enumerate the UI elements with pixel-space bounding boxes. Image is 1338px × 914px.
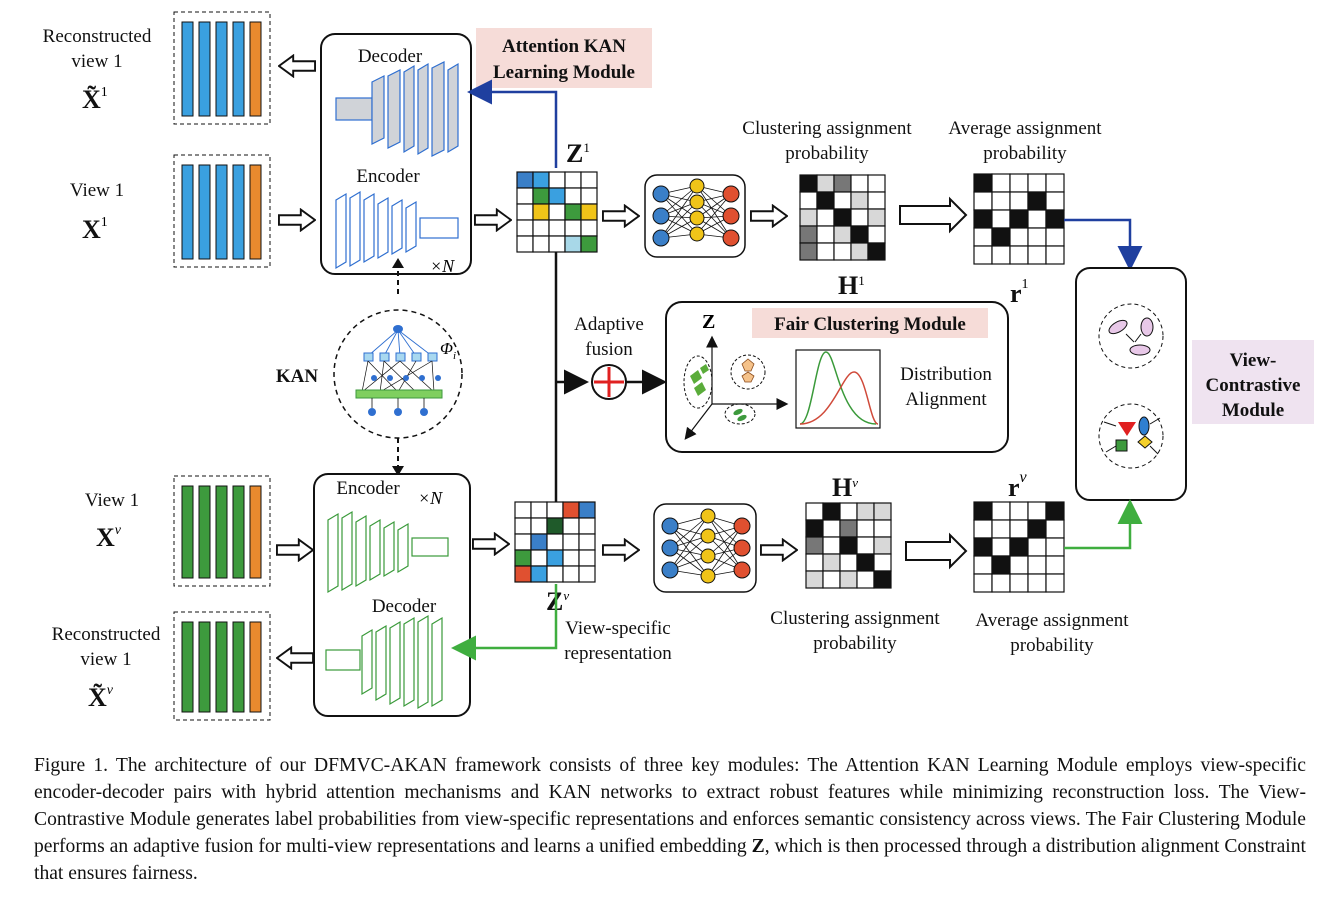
attention-module-label-l2: Learning Module xyxy=(493,62,635,83)
arrow-view1-to-encoder xyxy=(278,208,316,232)
encoder-label-top: Encoder xyxy=(356,166,420,187)
r1-to-contrastive-arrow xyxy=(1064,218,1143,271)
times-n-top: ×N xyxy=(430,256,455,276)
clustering-label-bottom-l1: Clustering assignment xyxy=(770,608,940,629)
arrow-encoder-to-z1 xyxy=(474,208,512,232)
decoder-label-bottom: Decoder xyxy=(372,596,437,617)
view-specific-label-l1: View-specific xyxy=(565,618,670,639)
times-n-bottom: ×N xyxy=(418,488,443,508)
attention-module-bg xyxy=(476,28,652,88)
zv-matrix xyxy=(514,501,596,583)
h1-matrix xyxy=(799,174,886,261)
r1-label: r1 xyxy=(1010,277,1029,308)
embedding-clusters xyxy=(683,354,766,425)
view-specific-label-l2: representation xyxy=(564,643,672,664)
rv-matrix xyxy=(973,501,1065,593)
fair-clustering-title-bg xyxy=(752,308,988,338)
encoder-network-top xyxy=(335,190,459,270)
distribution-plot xyxy=(795,349,881,429)
reconstructed-view-v-bars xyxy=(181,621,262,713)
reconstructed-view-1-bars xyxy=(181,21,262,117)
arrow-mlp-to-h1 xyxy=(750,204,788,228)
view-v-input-bars xyxy=(181,485,262,579)
view-contrastive-label-l1: View- xyxy=(1230,350,1277,371)
view-v-input-box xyxy=(173,475,271,587)
hv-label: Hv xyxy=(832,473,858,502)
reconstructed-view-label-top-l2: view 1 xyxy=(71,51,122,72)
arrow-encoder-to-zv xyxy=(472,532,510,556)
distribution-label-l1: Distribution xyxy=(900,364,992,385)
z1-to-decoder-arrow xyxy=(467,79,558,168)
kan-link-down-head xyxy=(392,466,404,476)
average-label-bottom-l1: Average assignment xyxy=(975,610,1129,631)
x-v-label: Xv xyxy=(96,523,122,552)
reconstructed-view-1-box xyxy=(173,11,271,125)
mlp-top-nodes xyxy=(652,178,740,247)
arrow-to-reconstructed-v xyxy=(276,646,314,670)
arrow-hv-to-rv xyxy=(905,532,968,570)
hv-matrix xyxy=(805,502,892,589)
average-label-top-l1: Average assignment xyxy=(948,118,1102,139)
rv-to-contrastive-arrow xyxy=(1064,499,1143,550)
caption-text-1: Figure 1. The architecture of our DFMVC-… xyxy=(34,755,1306,857)
r1-matrix xyxy=(973,173,1065,265)
view-1-label-bottom: View 1 xyxy=(85,490,139,511)
clustering-label-bottom-l2: probability xyxy=(813,633,897,654)
arrow-h1-to-r1 xyxy=(899,196,968,234)
arrow-z1-to-mlp xyxy=(602,204,640,228)
view-contrastive-label-bg xyxy=(1192,340,1314,424)
view-1-label-top: View 1 xyxy=(70,180,124,201)
decoder-network-bottom xyxy=(325,614,443,710)
x-tilde-v-label: X̃v xyxy=(88,683,114,712)
mlp-bottom-nodes xyxy=(661,508,751,584)
decoder-network-top xyxy=(335,61,459,157)
kan-link-up-head xyxy=(392,258,404,268)
clustering-label-top-l2: probability xyxy=(785,143,869,164)
fusion-label-l1: Adaptive xyxy=(574,314,644,335)
average-label-top-l2: probability xyxy=(983,143,1067,164)
figure-caption: Figure 1. The architecture of our DFMVC-… xyxy=(34,752,1306,887)
embedding-space-axes xyxy=(684,335,789,440)
reconstructed-view-label-top-l1: Reconstructed xyxy=(43,26,152,47)
phi-label: Φi xyxy=(440,339,456,362)
zv-label: Zv xyxy=(546,587,569,616)
fusion-label-l2: fusion xyxy=(585,339,633,360)
kan-network xyxy=(355,325,443,416)
encoder-label-bottom: Encoder xyxy=(336,478,400,499)
average-label-bottom-l2: probability xyxy=(1010,635,1094,656)
x-tilde-1-label: X̃1 xyxy=(82,85,108,114)
z1-label: Z1 xyxy=(566,139,590,168)
x-1-label: X1 xyxy=(82,215,108,244)
attention-module-label-l1: Attention KAN xyxy=(502,36,626,57)
kan-label: KAN xyxy=(276,366,319,387)
view-contrastive-label-l3: Module xyxy=(1222,400,1284,421)
rv-label: rv xyxy=(1008,469,1028,502)
view-1-input-bars xyxy=(181,164,262,260)
distribution-label-l2: Alignment xyxy=(905,389,987,410)
view-contrastive-label-l2: Contrastive xyxy=(1206,375,1301,396)
fair-clustering-title: Fair Clustering Module xyxy=(774,314,966,335)
decoder-label-top: Decoder xyxy=(358,46,423,67)
mlp-bottom xyxy=(653,503,757,593)
architecture-diagram: Reconstructed view 1 X̃1 View 1 X1 Decod… xyxy=(43,11,1314,721)
h1-label: H1 xyxy=(838,271,865,300)
encoder-network-bottom xyxy=(327,510,449,594)
view-1-input-box xyxy=(173,154,271,268)
arrow-to-reconstructed-1 xyxy=(278,54,316,78)
z1-matrix xyxy=(516,171,598,253)
reconstructed-view-v-box xyxy=(173,611,271,721)
caption-z: Z xyxy=(751,836,765,857)
caption-text-2: , which is then processed through a dist… xyxy=(34,836,1306,884)
fair-z-label: Z xyxy=(702,311,715,333)
reconstructed-view-label-bottom-l1: Reconstructed xyxy=(52,624,161,645)
zv-to-decoder-arrow xyxy=(451,584,558,661)
contrastive-pull-icon xyxy=(1098,303,1164,369)
contrastive-push-icon xyxy=(1098,403,1164,469)
view-contrastive-box xyxy=(1075,267,1187,501)
arrow-viewv-to-encoder xyxy=(276,538,314,562)
reconstructed-view-label-bottom-l2: view 1 xyxy=(80,649,131,670)
arrow-mlp-to-hv xyxy=(760,538,798,562)
arrow-zv-to-mlp xyxy=(602,538,640,562)
clustering-label-top-l1: Clustering assignment xyxy=(742,118,912,139)
